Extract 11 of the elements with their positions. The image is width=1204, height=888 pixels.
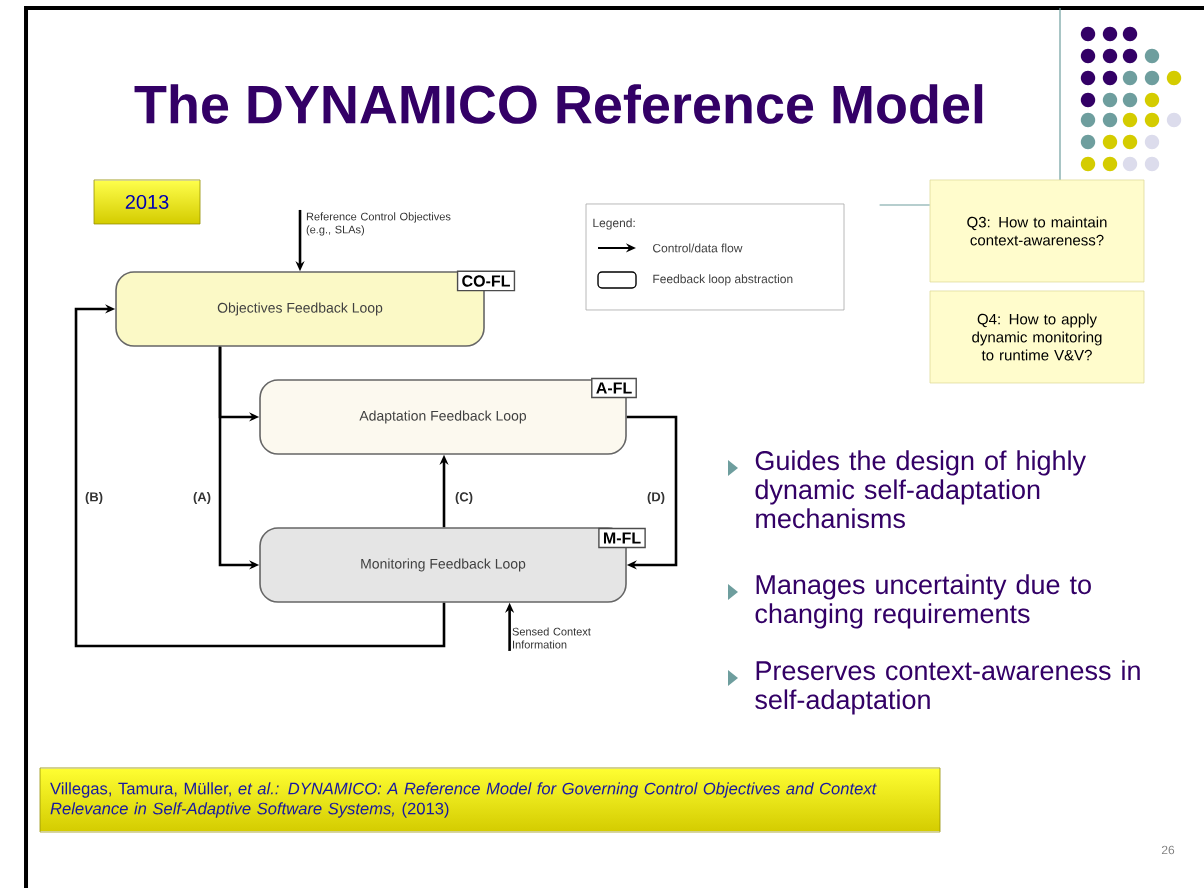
arrow <box>626 415 678 570</box>
loop-tag: CO-FL <box>456 270 516 292</box>
citation-box: Villegas, Tamura, Müller, et al.: DYNAMICO: A Reference Model for Governing Control Objectives and Context Relevance in Self-Adaptive Software Systems, (2013) <box>39 767 941 833</box>
bullet-text: Preserves context-awareness in self-adaptation <box>755 660 1140 715</box>
arrow <box>74 304 446 648</box>
year-badge: 2013 <box>93 179 201 225</box>
loop-tag: M-FL <box>598 527 646 549</box>
bullet-text: Manages uncertainty due to changing requirements <box>755 574 1091 629</box>
slide-title: The DYNAMICO Reference Model <box>134 84 983 124</box>
loop-tag: A-FL <box>591 377 637 399</box>
bullet-text: Guides the design of highly dynamic self-adaptation mechanisms <box>755 450 1086 529</box>
